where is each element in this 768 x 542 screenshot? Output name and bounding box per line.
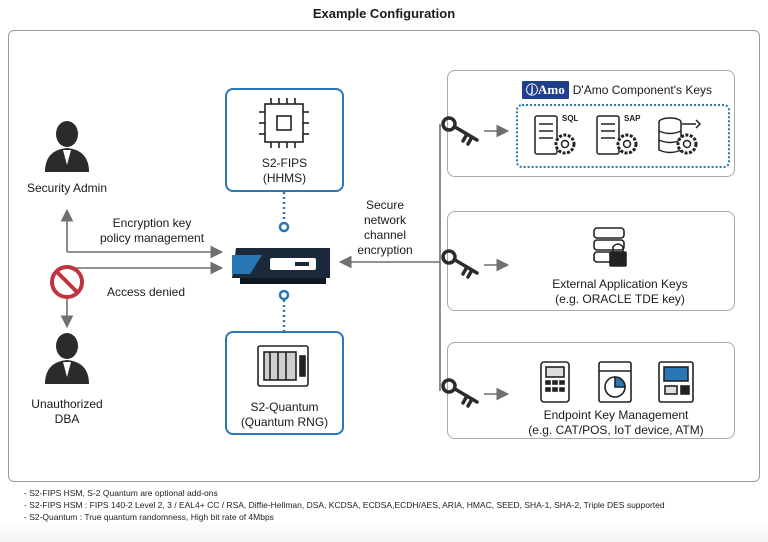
connector-node [278, 221, 290, 233]
endpoint-keys-label: Endpoint Key Management (e.g. CAT/POS, I… [498, 408, 734, 438]
damo-keys-title: D'Amo Component's Keys [572, 83, 713, 97]
chip-icon [259, 98, 309, 148]
unauthorized-dba-line-1: Unauthorized [31, 397, 103, 411]
diagram-frame [8, 30, 760, 482]
footnote-line: - S2-FIPS HSM, S-2 Quantum are optional … [24, 488, 218, 498]
damo-logo: ⓙAmo [522, 81, 569, 99]
unauthorized-dba-line-2: DBA [54, 412, 80, 426]
sql-tag: SQL [562, 114, 579, 123]
sap-tag: SAP [624, 114, 641, 123]
external-keys-line-1: External Application Keys [552, 277, 688, 291]
s2-quantum-line-2: (Quantum RNG) [240, 415, 329, 429]
page-title: Example Configuration [312, 6, 456, 21]
footnotes: - S2-FIPS HSM, S-2 Quantum are optional … [24, 487, 665, 523]
secure-channel-line-3: channel [363, 228, 407, 242]
unauthorized-dba-icon [45, 333, 89, 384]
database-plugin-gear-icon [658, 117, 702, 155]
pos-terminal-icon [540, 361, 570, 403]
secure-channel-line-1: Secure [365, 198, 405, 212]
footnote-line: - S2-Quantum : True quantum randomness, … [24, 512, 274, 522]
security-admin-icon [45, 121, 89, 172]
quantum-module-icon [257, 345, 309, 387]
damo-components-group [516, 104, 730, 168]
connector-node [278, 289, 290, 301]
endpoint-keys-line-1: Endpoint Key Management [543, 408, 689, 422]
washing-machine-icon [598, 361, 632, 403]
damo-logo-text: Amo [538, 82, 565, 97]
sap-server-gear-icon [596, 115, 638, 155]
secure-channel-line-4: encryption [357, 243, 413, 257]
key-arrows [484, 124, 510, 401]
key-icons [441, 116, 479, 408]
sql-server-gear-icon [534, 115, 576, 155]
external-keys-label: External Application Keys (e.g. ORACLE T… [520, 277, 720, 307]
s2-fips-line-1: S2-FIPS [261, 156, 308, 170]
atm-icon [658, 361, 694, 403]
s2-quantum-line-1: S2-Quantum [250, 400, 319, 414]
database-lock-icon [593, 227, 627, 267]
footnote-line: - S2-FIPS HSM : FIPS 140-2 Level 2, 3 / … [24, 500, 665, 510]
secure-channel-line-2: network [363, 213, 407, 227]
s2-quantum-box [225, 331, 344, 435]
policy-management-line-1: Encryption key [112, 216, 192, 230]
policy-management-line-2: policy management [99, 231, 205, 245]
unauthorized-dba-label: Unauthorized DBA [17, 397, 117, 427]
s2-fips-label: S2-FIPS (HHMS) [225, 156, 344, 186]
key-server-appliance-icon [232, 248, 330, 284]
endpoint-keys-line-2: (e.g. CAT/POS, IoT device, ATM) [528, 423, 704, 437]
policy-management-label: Encryption key policy management [84, 216, 220, 246]
s2-fips-box [225, 88, 344, 192]
external-keys-line-2: (e.g. ORACLE TDE key) [555, 292, 685, 306]
access-denied-label: Access denied [106, 285, 186, 299]
s2-quantum-label: S2-Quantum (Quantum RNG) [225, 400, 344, 430]
external-keys-panel [447, 211, 735, 311]
s2-fips-line-2: (HHMS) [262, 171, 307, 185]
secure-channel-label: Secure network channel encryption [344, 198, 426, 258]
network-channel-lines [338, 124, 441, 391]
damo-header: ⓙAmo D'Amo Component's Keys [522, 81, 712, 99]
security-admin-label: Security Admin [26, 181, 108, 195]
deny-icon [50, 265, 84, 299]
